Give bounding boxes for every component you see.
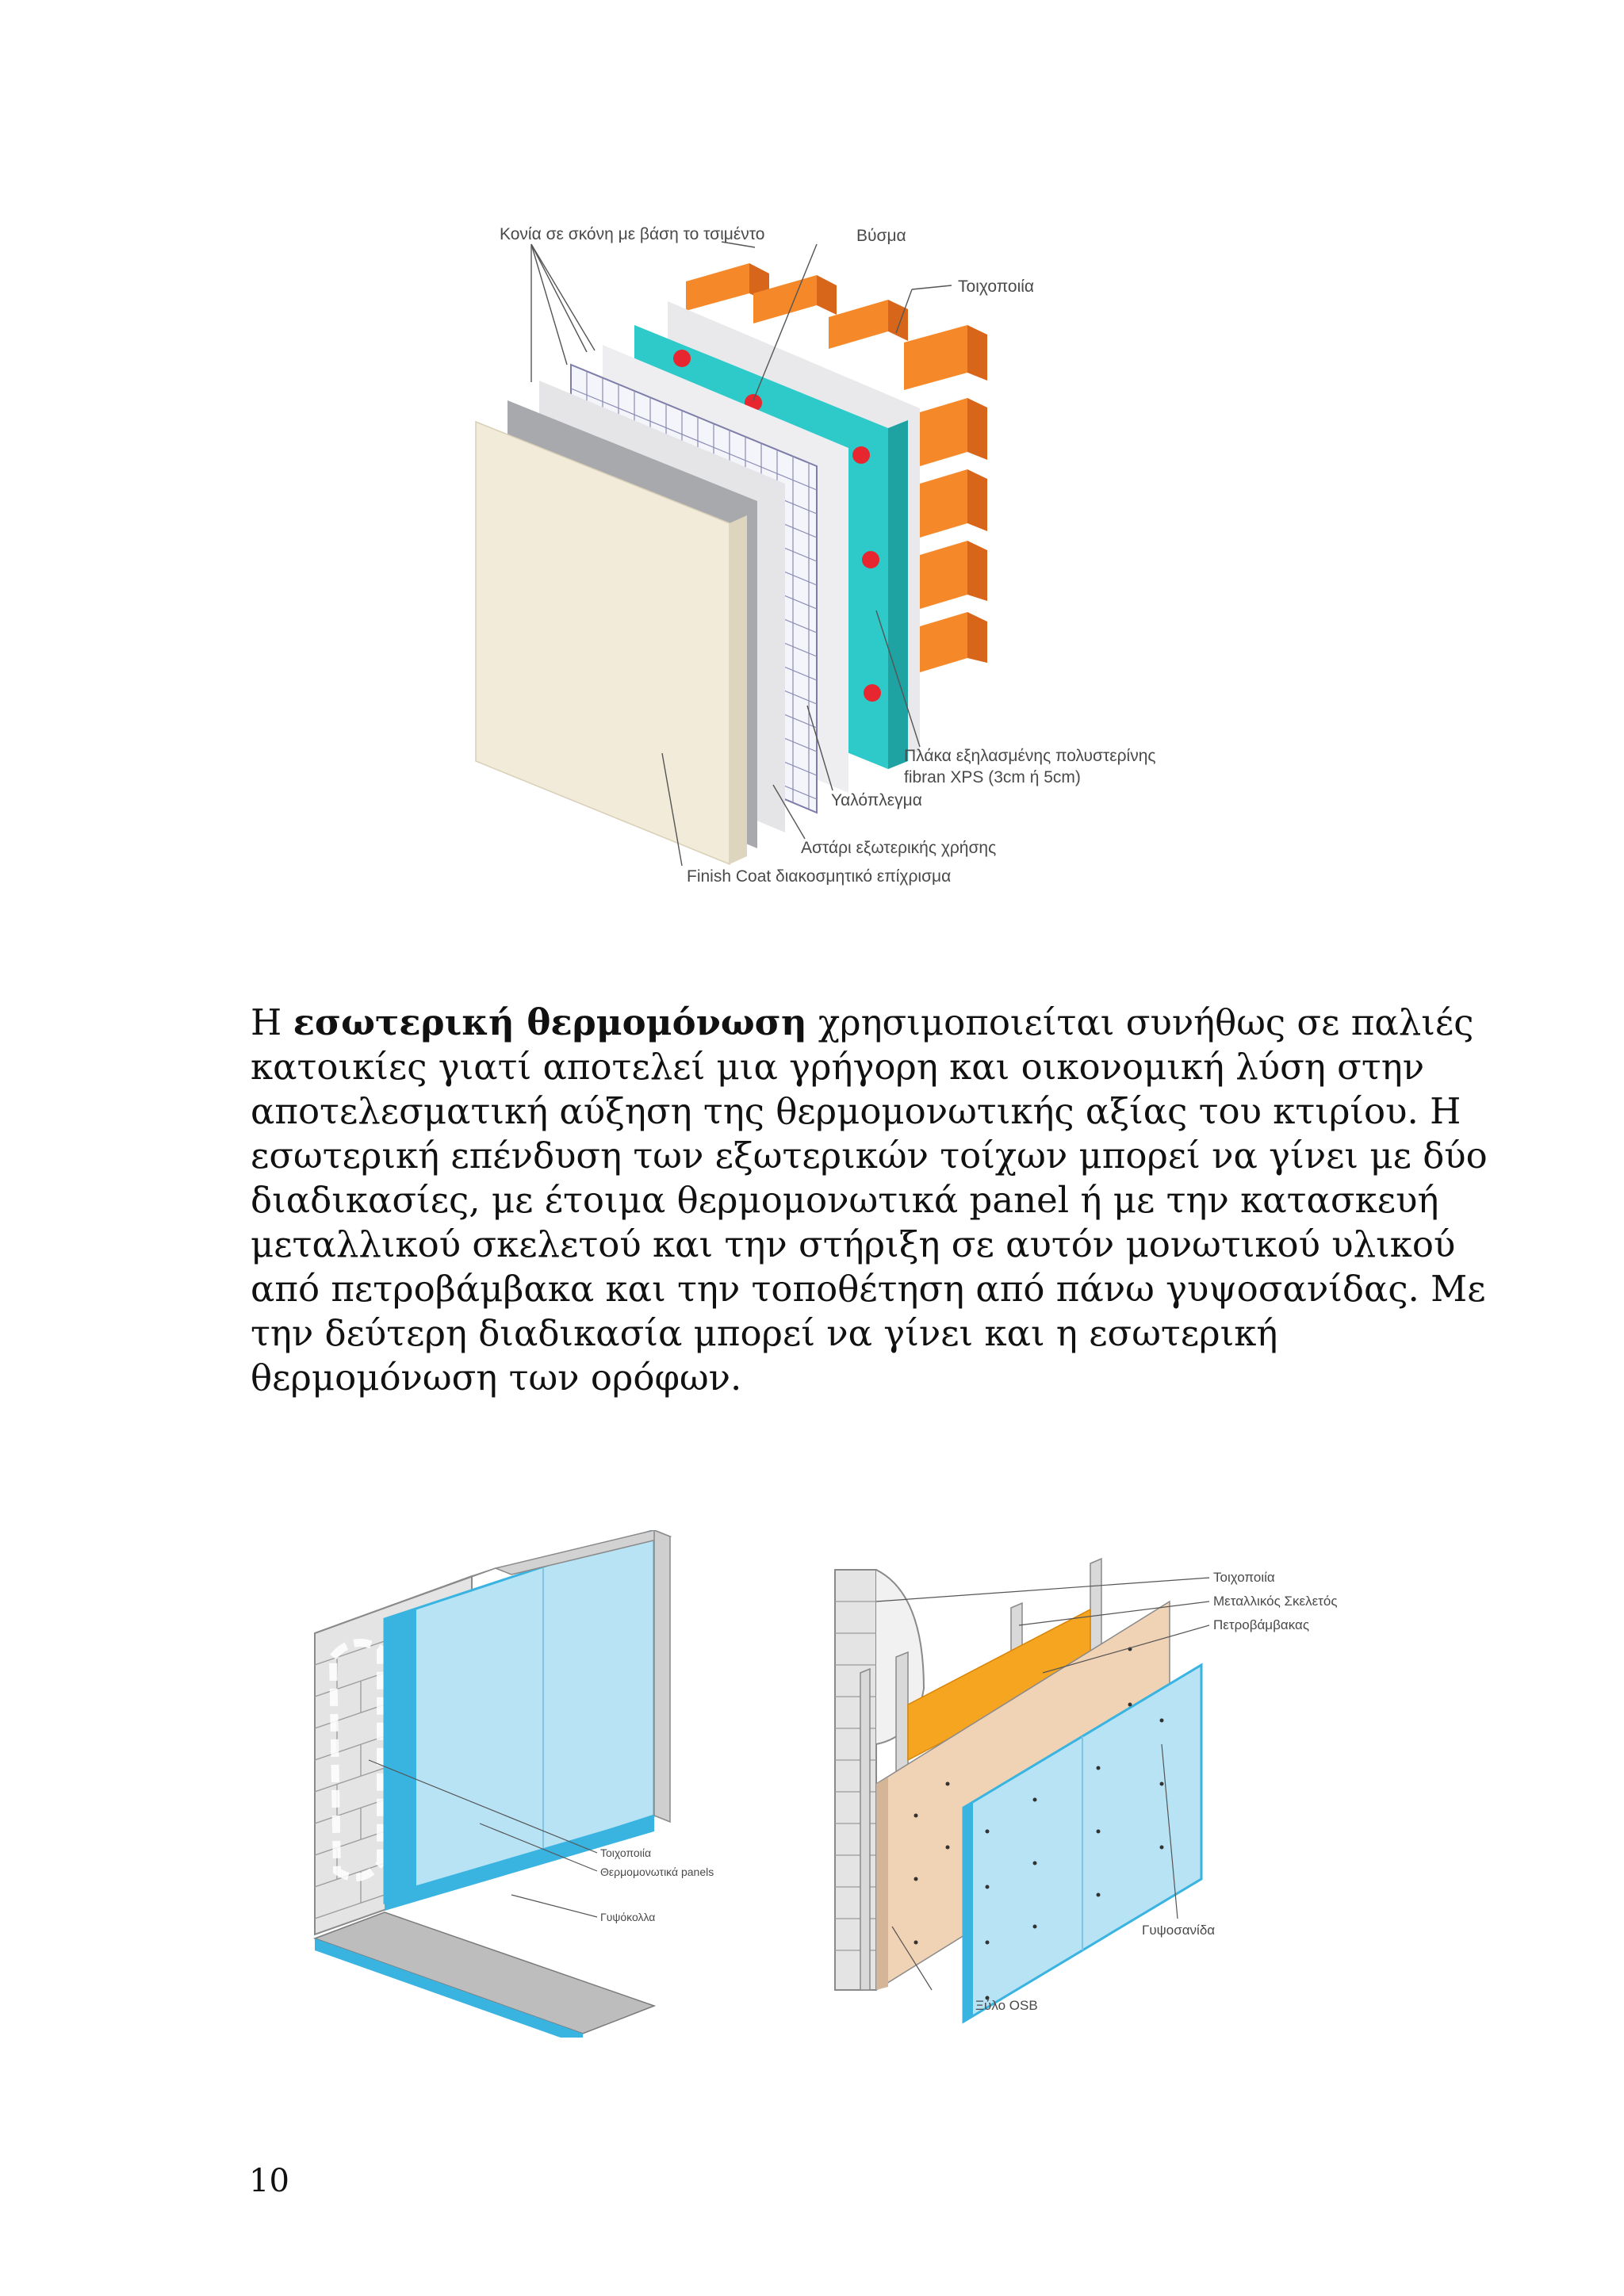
- paragraph-line: από πετροβάμβακα και την τοποθέτηση από …: [251, 1267, 1377, 1311]
- paragraph-bold-term: εσωτερική θερμομόνωση: [293, 1001, 807, 1043]
- metal-frame-diagram: Τοιχοποιία Μεταλλικός Σκελετός Πετροβάμβ…: [829, 1546, 1352, 2038]
- paragraph-lead: Η: [251, 1001, 293, 1043]
- label-metal-frame: Μεταλλικός Σκελετός: [1213, 1594, 1338, 1609]
- etics-layers-figure: Κονία σε σκόνη με βάση το τσιμέντο Βύσμα…: [444, 214, 1189, 896]
- label-insulation-panels: Θερμομονωτικά panels: [600, 1866, 714, 1878]
- internal-panels-figure: Τοιχοποιία Θερμομονωτικά panels Γυψόκολλ…: [305, 1530, 781, 2038]
- label-mortar: Κονία σε σκόνη με βάση το τσιμέντο: [500, 225, 764, 243]
- label-osb: Ξύλο OSB: [975, 1998, 1038, 2013]
- etics-layers-diagram: Κονία σε σκόνη με βάση το τσιμέντο Βύσμα…: [444, 214, 1189, 896]
- label-primer: Αστάρι εξωτερικής χρήσης: [801, 839, 996, 857]
- paragraph-line: θερμομόνωση των ορόφων.: [251, 1356, 1377, 1400]
- label-gypsum-board: Γυψοσανίδα: [1142, 1923, 1215, 1938]
- paragraph-line: αποτελεσματική αύξηση της θερμομονωτικής…: [251, 1089, 1377, 1134]
- body-paragraph: Η εσωτερική θερμομόνωση χρησιμοποιείται …: [251, 1001, 1377, 1400]
- label-masonry: Τοιχοποιία: [600, 1846, 651, 1859]
- label-rockwool: Πετροβάμβακας: [1213, 1617, 1309, 1632]
- page-number: 10: [249, 2163, 289, 2199]
- metal-frame-figure: Τοιχοποιία Μεταλλικός Σκελετός Πετροβάμβ…: [829, 1546, 1352, 2038]
- label-xps-2: fibran XPS (3cm ή 5cm): [904, 768, 1081, 786]
- floor-slab: [315, 1912, 654, 2034]
- label-masonry: Τοιχοποιία: [958, 277, 1034, 296]
- paragraph-line: μεταλλικού σκελετού και την στήριξη σε α…: [251, 1223, 1377, 1267]
- paragraph-line-1: Η εσωτερική θερμομόνωση χρησιμοποιείται …: [251, 1001, 1377, 1045]
- paragraph-line: διαδικασίες, με έτοιμα θερμομονωτικά pan…: [251, 1178, 1377, 1223]
- paragraph-line: την δεύτερη διαδικασία μπορεί να γίνει κ…: [251, 1311, 1377, 1356]
- label-gypsum-glue: Γυψόκολλα: [600, 1911, 655, 1923]
- paragraph-line: εσωτερική επένδυση των εξωτερικών τοίχων…: [251, 1134, 1377, 1178]
- paragraph-line: κατοικίες γιατί αποτελεί μια γρήγορη και…: [251, 1045, 1377, 1089]
- label-anchor: Βύσμα: [856, 227, 906, 245]
- label-mesh: Υαλόπλεγμα: [831, 791, 922, 809]
- internal-panels-diagram: Τοιχοποιία Θερμομονωτικά panels Γυψόκολλ…: [305, 1530, 781, 2038]
- label-xps: Πλάκα εξηλασμένης πολυστερίνης: [904, 747, 1156, 765]
- label-finish-coat: Finish Coat διακοσμητικό επίχρισμα: [687, 867, 951, 886]
- label-masonry: Τοιχοποιία: [1213, 1570, 1275, 1585]
- paragraph-line-1-rest: χρησιμοποιείται συνήθως σε παλιές: [807, 1001, 1474, 1043]
